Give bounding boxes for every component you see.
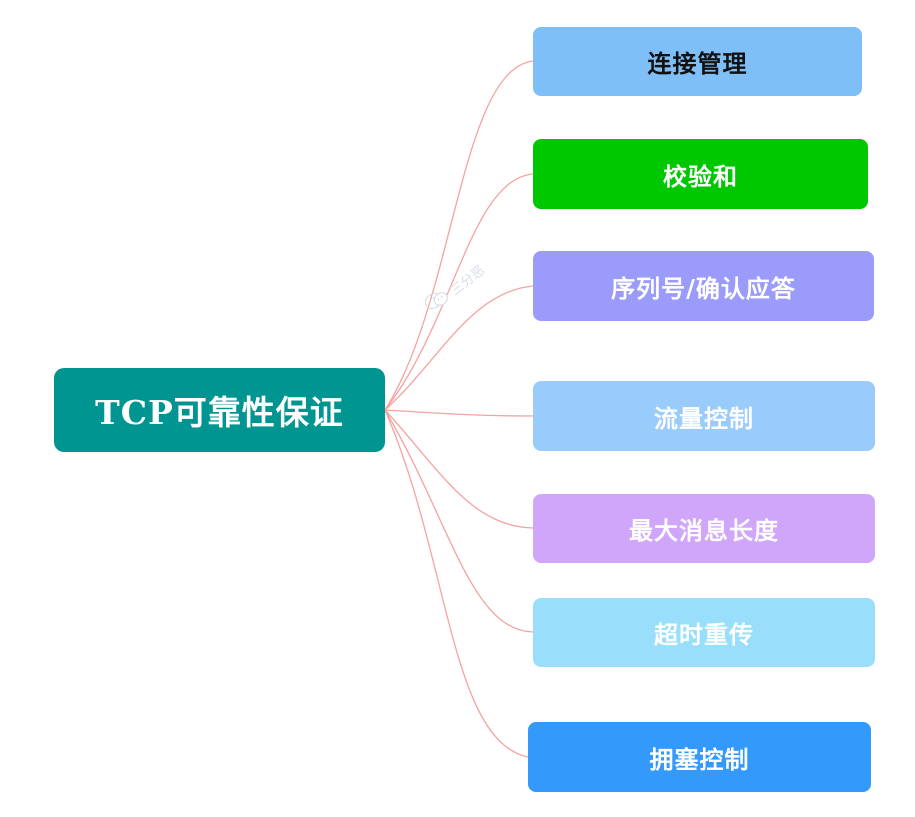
branch-label: 流量控制 xyxy=(654,403,754,433)
watermark: 三分恶 xyxy=(420,258,489,319)
branch-node-sequence-ack: 序列号/确认应答 xyxy=(533,251,874,321)
wechat-icon xyxy=(420,284,455,319)
root-node: TCP可靠性保证 xyxy=(54,368,385,452)
branch-node-timeout-retransmission: 超时重传 xyxy=(533,598,875,667)
connector-3 xyxy=(384,285,534,411)
branch-node-checksum: 校验和 xyxy=(533,139,868,209)
connector-7 xyxy=(384,409,529,758)
branch-label: 最大消息长度 xyxy=(629,516,779,545)
branch-label: 拥塞控制 xyxy=(649,744,750,774)
root-label: TCP可靠性保证 xyxy=(95,393,344,432)
branch-node-connection-management: 连接管理 xyxy=(533,27,862,96)
branch-label: 校验和 xyxy=(663,161,738,191)
branch-node-flow-control: 流量控制 xyxy=(533,381,875,451)
connector-5 xyxy=(384,409,534,529)
connector-1 xyxy=(384,60,534,411)
branch-node-congestion-control: 拥塞控制 xyxy=(528,722,871,792)
branch-node-max-segment-size: 最大消息长度 xyxy=(533,494,875,563)
connector-2 xyxy=(384,173,534,411)
branch-label: 连接管理 xyxy=(647,49,748,78)
branch-label: 序列号/确认应答 xyxy=(611,273,796,303)
connector-6 xyxy=(384,409,534,633)
branch-label: 超时重传 xyxy=(654,620,754,649)
connector-4 xyxy=(384,409,534,417)
